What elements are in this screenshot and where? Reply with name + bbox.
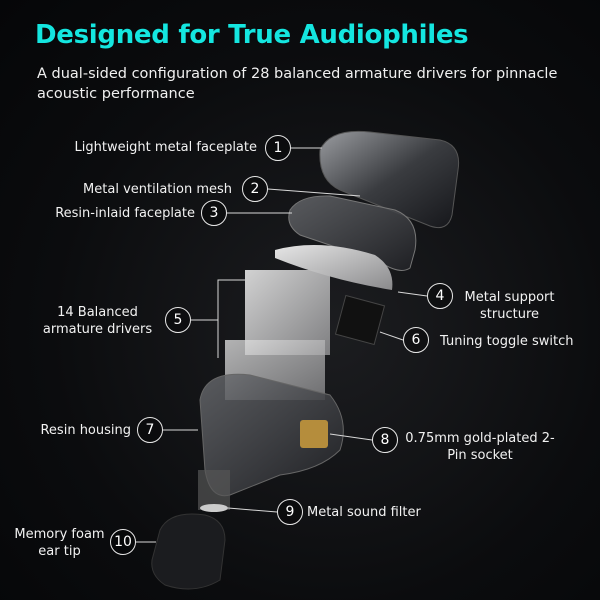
page-title: Designed for True Audiophiles — [35, 20, 469, 50]
callout-number-3: 3 — [201, 200, 227, 226]
callout-label-faceplate: Lightweight metal faceplate — [74, 140, 258, 155]
callout-label-ventilation-mesh: Metal ventilation mesh — [83, 182, 232, 197]
tuning-switch — [334, 294, 386, 346]
foam-ear-tip — [151, 513, 226, 590]
metal-sound-filter — [200, 504, 228, 512]
callout-label-ear-tip: Memory foam ear tip — [14, 527, 105, 559]
callout-label-resin-faceplate: Resin-inlaid faceplate — [55, 206, 195, 221]
metal-support-structure — [275, 245, 393, 290]
callout-label-drivers: 14 Balanced armature drivers — [42, 305, 153, 337]
callout-number-7: 7 — [137, 417, 163, 443]
callout-number-8: 8 — [372, 427, 398, 453]
callout-number-10: 10 — [110, 529, 136, 555]
callout-number-9: 9 — [277, 499, 303, 525]
leader-lines — [136, 147, 428, 543]
metal-faceplate — [319, 130, 460, 229]
page-subtitle: A dual-sided configuration of 28 balance… — [37, 66, 558, 102]
callout-label-sound-filter: Metal sound filter — [307, 505, 421, 520]
callout-label-resin-housing: Resin housing — [40, 423, 131, 438]
resin-faceplate — [288, 195, 417, 271]
callout-number-6: 6 — [403, 327, 429, 353]
two-pin-socket — [300, 420, 328, 448]
callout-label-support-structure: Metal support structure — [464, 290, 555, 322]
callout-label-toggle-switch: Tuning toggle switch — [440, 334, 574, 349]
callout-number-5: 5 — [165, 307, 191, 333]
callout-label-2pin-socket: 0.75mm gold-plated 2-Pin socket — [405, 431, 555, 463]
callout-number-2: 2 — [242, 176, 268, 202]
callout-number-4: 4 — [427, 283, 453, 309]
sound-nozzle — [198, 470, 230, 510]
callout-number-1: 1 — [265, 135, 291, 161]
